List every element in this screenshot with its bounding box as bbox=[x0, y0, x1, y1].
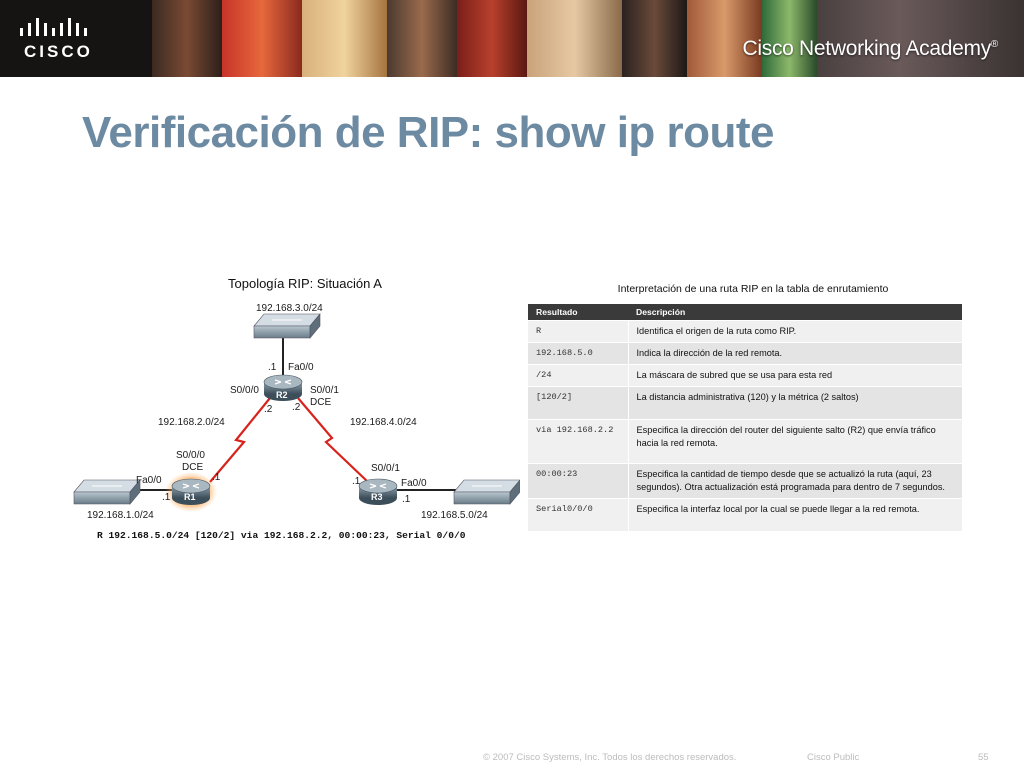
label-r2-left-ip: .2 bbox=[264, 404, 273, 415]
label-r2-fa-ip: .1 bbox=[268, 362, 277, 373]
label-r2-s001: S0/0/1 bbox=[310, 385, 339, 396]
column-header-description: Descripción bbox=[628, 304, 962, 321]
banner-photo bbox=[817, 0, 1024, 77]
router-r2-label: R2 bbox=[276, 390, 288, 400]
footer-page-number: 55 bbox=[978, 752, 989, 763]
banner-photo bbox=[457, 0, 527, 77]
cell-description: Especifica la dirección del router del s… bbox=[628, 419, 962, 464]
cell-description: Indica la dirección de la red remota. bbox=[628, 342, 962, 365]
label-r1-fa-ip: .1 bbox=[162, 492, 171, 503]
table-row: /24 La máscara de subred que se usa para… bbox=[528, 364, 962, 387]
label-r2-s000: S0/0/0 bbox=[230, 385, 259, 396]
serial-link-r1-r2 bbox=[209, 397, 271, 483]
cell-result: [120/2] bbox=[528, 386, 629, 420]
header-banner: CISCO Cisco Networking Academy® bbox=[0, 0, 1024, 77]
router-r1-label: R1 bbox=[184, 492, 196, 502]
label-net4: 192.168.4.0/24 bbox=[350, 417, 417, 428]
table-row: Serial0/0/0 Especifica la interfaz local… bbox=[528, 498, 962, 531]
cell-result: /24 bbox=[528, 364, 629, 387]
switch-left bbox=[73, 479, 141, 505]
banner-photo-strip bbox=[152, 0, 1024, 77]
banner-photo bbox=[387, 0, 457, 77]
label-r3-fa: Fa0/0 bbox=[401, 478, 427, 489]
table-row: [120/2] La distancia administrativa (120… bbox=[528, 386, 962, 420]
table-row: 00:00:23 Especifica la cantidad de tiemp… bbox=[528, 463, 962, 499]
label-r2-right-ip: .2 bbox=[292, 402, 301, 413]
cell-description: Identifica el origen de la ruta como RIP… bbox=[628, 320, 962, 343]
serial-links bbox=[209, 397, 369, 483]
router-r1-icon bbox=[171, 478, 211, 505]
banner-photo bbox=[622, 0, 687, 77]
cell-description: La máscara de subred que se usa para est… bbox=[628, 364, 962, 387]
table-header-row: Resultado Descripción bbox=[528, 304, 962, 321]
label-net3: 192.168.3.0/24 bbox=[256, 303, 323, 314]
banner-photo bbox=[527, 0, 622, 77]
banner-photo bbox=[687, 0, 762, 77]
cisco-logo-text: CISCO bbox=[24, 42, 93, 61]
label-net1: 192.168.1.0/24 bbox=[87, 510, 154, 521]
rip-topology-diagram: Topología RIP: Situación A 192.168.3.0/2… bbox=[70, 270, 520, 550]
label-net5: 192.168.5.0/24 bbox=[421, 510, 488, 521]
label-r2-dce: DCE bbox=[310, 397, 332, 408]
route-interpretation-table: Resultado Descripción R Identifica el or… bbox=[528, 304, 962, 531]
banner-photo bbox=[302, 0, 387, 77]
cell-result: 192.168.5.0 bbox=[528, 342, 629, 365]
diagram-title: Topología RIP: Situación A bbox=[228, 276, 382, 291]
cell-description: La distancia administrativa (120) y la m… bbox=[628, 386, 962, 420]
table-row: 192.168.5.0 Indica la dirección de la re… bbox=[528, 342, 962, 365]
banner-photo bbox=[762, 0, 817, 77]
cell-result: R bbox=[528, 320, 629, 343]
label-net2: 192.168.2.0/24 bbox=[158, 417, 225, 428]
footer-classification: Cisco Public bbox=[807, 752, 860, 763]
label-r3-s001: S0/0/1 bbox=[371, 463, 400, 474]
ethernet-links bbox=[132, 338, 458, 491]
label-r1-s000: S0/0/0 bbox=[176, 450, 205, 461]
label-r1-s-ip: .1 bbox=[212, 472, 221, 483]
rip-route-interpretation: Interpretación de una ruta RIP en la tab… bbox=[528, 282, 964, 531]
column-header-result: Resultado bbox=[528, 304, 628, 321]
table-row: via 192.168.2.2 Especifica la dirección … bbox=[528, 419, 962, 464]
footer-copyright: © 2007 Cisco Systems, Inc. Todos los der… bbox=[483, 752, 737, 763]
serial-link-r2-r3 bbox=[297, 397, 369, 483]
banner-photo bbox=[222, 0, 302, 77]
table-row: R Identifica el origen de la ruta como R… bbox=[528, 320, 962, 343]
banner-photo bbox=[152, 0, 222, 77]
cell-description: Especifica la cantidad de tiempo desde q… bbox=[628, 463, 962, 499]
cell-description: Especifica la interfaz local por la cual… bbox=[628, 498, 962, 531]
route-entry-output: R 192.168.5.0/24 [120/2] via 192.168.2.2… bbox=[97, 530, 466, 541]
label-r3-s-ip: .1 bbox=[352, 476, 361, 487]
cell-result: via 192.168.2.2 bbox=[528, 419, 629, 464]
slide-title: Verificación de RIP: show ip route bbox=[82, 108, 775, 157]
academy-wordmark: Cisco Networking Academy® bbox=[742, 37, 999, 60]
router-r3-icon bbox=[358, 478, 398, 505]
router-r2-icon bbox=[263, 374, 303, 401]
router-r3-label: R3 bbox=[371, 492, 383, 502]
cisco-logo: CISCO bbox=[0, 0, 152, 77]
cisco-bars-icon bbox=[20, 18, 87, 36]
label-r1-fa: Fa0/0 bbox=[136, 475, 162, 486]
cell-result: Serial0/0/0 bbox=[528, 498, 629, 531]
switch-right bbox=[453, 479, 520, 505]
label-r3-fa-ip: .1 bbox=[402, 494, 411, 505]
label-r1-dce: DCE bbox=[182, 462, 204, 473]
cell-result: 00:00:23 bbox=[528, 463, 629, 499]
label-r2-fa: Fa0/0 bbox=[288, 362, 314, 373]
table-caption: Interpretación de una ruta RIP en la tab… bbox=[617, 283, 889, 295]
switch-top bbox=[253, 313, 321, 339]
topology-drawing bbox=[73, 313, 520, 512]
